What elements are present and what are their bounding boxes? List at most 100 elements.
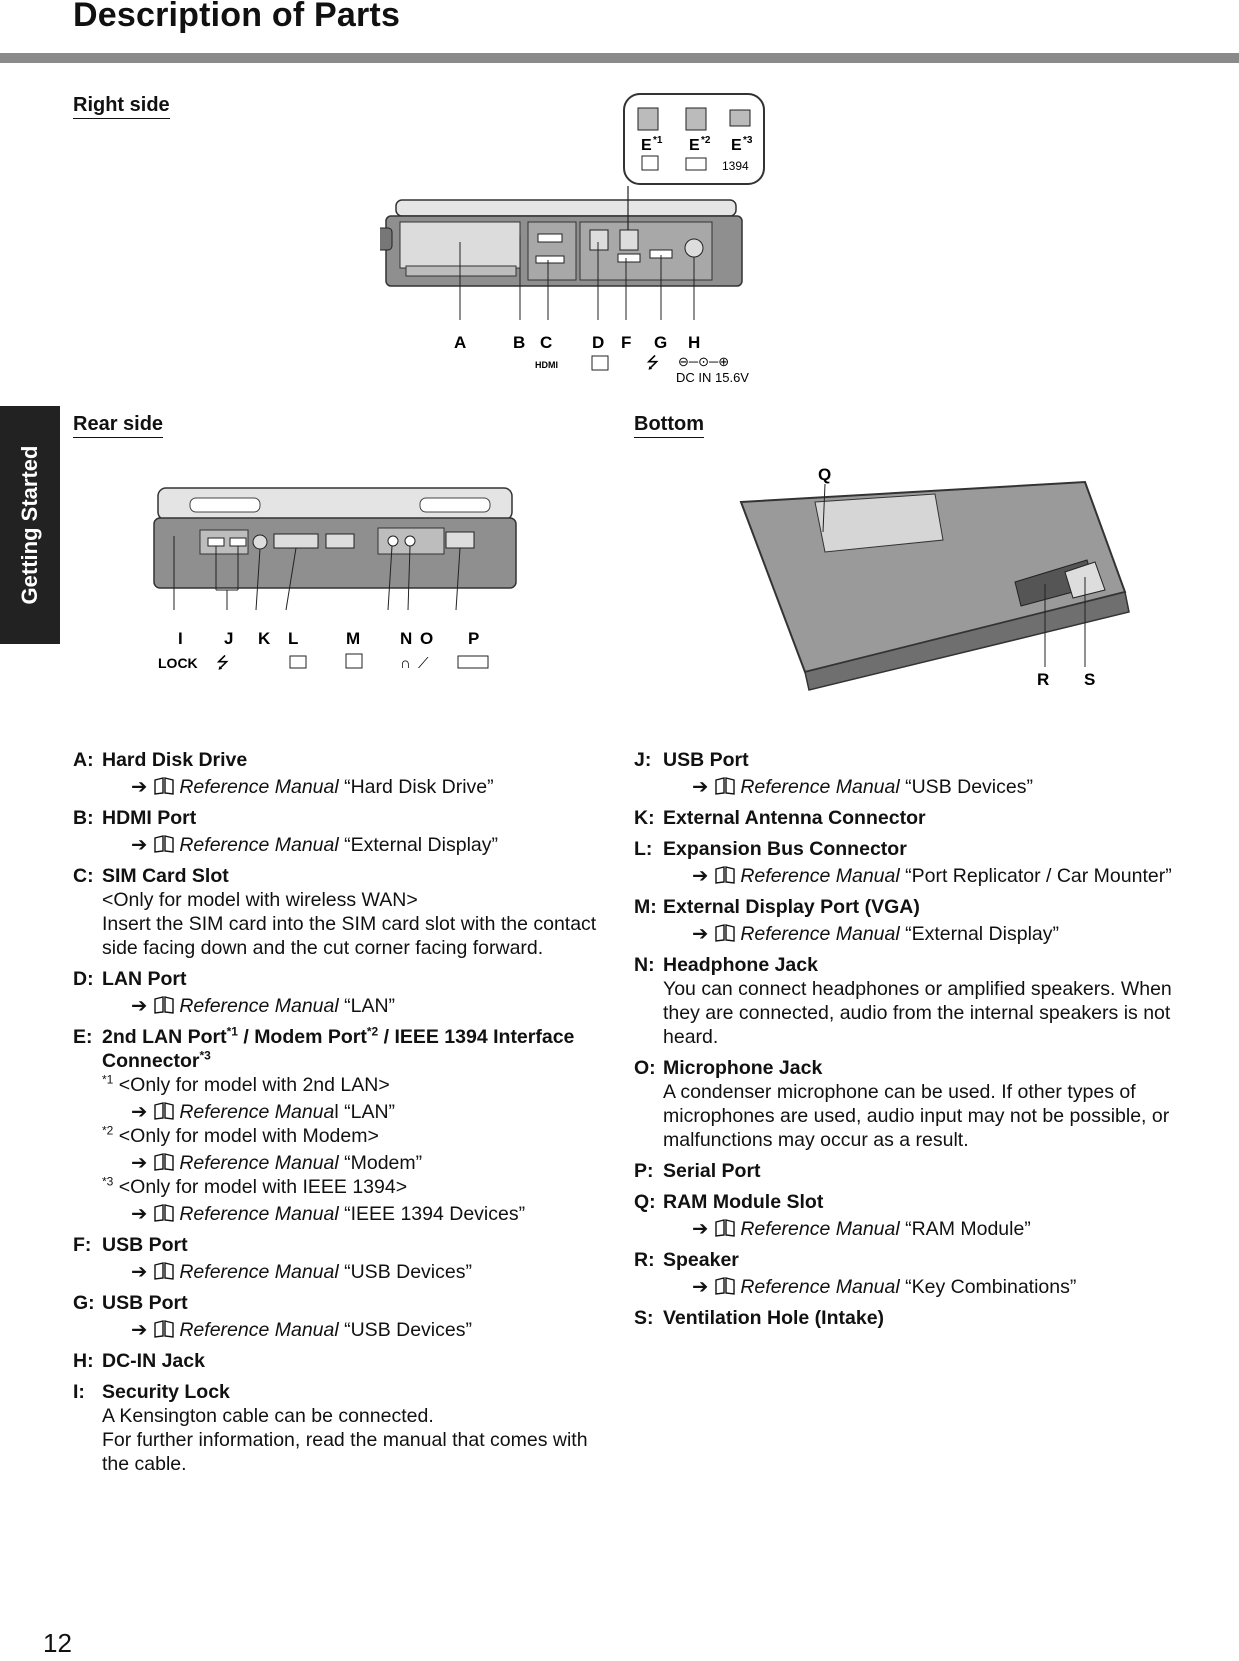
- modem-port-inset-icon: [685, 107, 707, 131]
- headphone-jack-shape: [387, 535, 399, 547]
- reference-topic: “LAN”: [344, 995, 396, 1017]
- reference-topic: “External Display”: [344, 834, 498, 856]
- reference-line: ➔ Reference Manual “Key Combinations”: [663, 1275, 1174, 1299]
- expansion-symbol-icon: [289, 655, 307, 669]
- vga-port-shape: [325, 533, 355, 549]
- footnote-3: *3 <Only for model with IEEE 1394>: [102, 1175, 613, 1199]
- reference-line: ➔Reference Manual “RAM Module”: [663, 1217, 1174, 1241]
- reference-line: ➔Reference Manual “USB Devices”: [102, 1318, 613, 1342]
- entry-f: F: USB Port ➔Reference Manual “USB Devic…: [73, 1233, 613, 1284]
- reference-topic: “USB Devices”: [344, 1319, 472, 1341]
- lan-symbol-icon: [641, 155, 659, 171]
- entry-l: L: Expansion Bus Connector ➔Reference Ma…: [634, 837, 1174, 888]
- footnote-mark: *1: [226, 1024, 238, 1039]
- reference-manual-label: Reference Manua: [179, 1101, 335, 1123]
- arrow-icon: ➔: [692, 1276, 709, 1298]
- footnote-text: <Only for model with 2nd LAN>: [113, 1074, 390, 1096]
- label-e2-sup: *2: [701, 135, 711, 146]
- book-icon: [154, 1262, 175, 1280]
- entry-letter: J:: [634, 749, 652, 771]
- reference-topic: “Hard Disk Drive”: [344, 776, 494, 798]
- arrow-icon: ➔: [692, 923, 709, 945]
- reference-manual-label: Reference Manual: [179, 1152, 339, 1174]
- callout-k: K: [258, 629, 271, 648]
- entry-j: J: USB Port ➔Reference Manual “USB Devic…: [634, 748, 1174, 799]
- footnote-text: <Only for model with Modem>: [113, 1125, 379, 1147]
- reference-manual-label: Reference Manual: [740, 1276, 900, 1298]
- callout-p: P: [468, 629, 479, 648]
- entry-title: RAM Module Slot: [663, 1191, 824, 1213]
- entry-title: Hard Disk Drive: [102, 749, 248, 771]
- page-number: 12: [43, 1628, 72, 1658]
- entry-title: Speaker: [663, 1249, 739, 1271]
- entry-title: Expansion Bus Connector: [663, 838, 907, 860]
- reference-topic: “Key Combinations”: [905, 1276, 1077, 1298]
- entry-letter: F:: [73, 1234, 92, 1256]
- headphone-symbol-icon: ∩: [400, 655, 411, 672]
- entry-title: SIM Card Slot: [102, 865, 229, 887]
- reference-manual-label: Reference Manual: [740, 1218, 900, 1240]
- callout-s: S: [1084, 670, 1095, 689]
- callout-c: C: [540, 333, 552, 352]
- callout-g: G: [654, 333, 667, 352]
- entry-g: G: USB Port ➔Reference Manual “USB Devic…: [73, 1291, 613, 1342]
- book-icon: [154, 1320, 175, 1338]
- side-tab: Getting Started: [0, 406, 60, 644]
- reference-line: ➔ Reference Manual “Modem”: [102, 1151, 613, 1175]
- entry-c: C: SIM Card Slot <Only for model with wi…: [73, 864, 613, 960]
- handle-hinge: [380, 227, 393, 251]
- label-1394: 1394: [722, 159, 749, 173]
- book-icon: [715, 1219, 736, 1237]
- entry-a: A: Hard Disk Drive ➔Reference Manual “Ha…: [73, 748, 613, 799]
- entry-i: I: Security Lock A Kensington cable can …: [73, 1380, 613, 1476]
- entry-o: O: Microphone Jack A condenser microphon…: [634, 1056, 1174, 1152]
- footnote-1: *1 <Only for model with 2nd LAN>: [102, 1073, 613, 1097]
- arrow-icon: ➔: [692, 1218, 709, 1240]
- entry-k: K: External Antenna Connector: [634, 806, 1174, 830]
- entry-q: Q: RAM Module Slot ➔Reference Manual “RA…: [634, 1190, 1174, 1241]
- reference-topic: “Modem”: [344, 1152, 423, 1174]
- arrow-icon: ➔: [131, 1101, 148, 1123]
- usb-port-j2-shape: [229, 537, 247, 547]
- book-icon: [715, 924, 736, 942]
- reference-line: ➔Reference Manual “External Display”: [102, 833, 613, 857]
- label-e3-sup: *3: [743, 135, 753, 146]
- footnote-mark: *2: [102, 1123, 114, 1138]
- left-description-column: A: Hard Disk Drive ➔Reference Manual “Ha…: [73, 748, 613, 1483]
- footnote-mark: *3: [199, 1048, 211, 1063]
- entry-letter: M:: [634, 896, 657, 918]
- book-icon: [715, 777, 736, 795]
- reference-manual-label: Reference Manual: [740, 923, 900, 945]
- label-e1: E: [641, 137, 652, 154]
- entry-p: P: Serial Port: [634, 1159, 1174, 1183]
- entry-body: A Kensington cable can be connected.: [102, 1405, 434, 1427]
- entry-letter: N:: [634, 954, 655, 976]
- dc-polarity-icon: ⊖─⊙─⊕: [678, 354, 729, 369]
- reference-line: ➔Reference Manual “USB Devices”: [663, 775, 1174, 799]
- footnote-text: <Only for model with IEEE 1394>: [113, 1176, 408, 1198]
- book-icon: [715, 866, 736, 884]
- lan-symbol-icon-2: [591, 355, 609, 371]
- arrow-icon: ➔: [131, 1152, 148, 1174]
- right-side-figure: E *1 E *2 E *3 1394 A B C D F G H HDMI ⭍…: [380, 93, 765, 385]
- reference-manual-label: Reference Manual: [740, 776, 900, 798]
- entry-title: 2nd LAN Port*1 / Modem Port*2 / IEEE 139…: [102, 1025, 613, 1073]
- arrow-icon: ➔: [131, 776, 148, 798]
- expansion-bus-shape: [273, 533, 319, 549]
- label-e1-sup: *1: [653, 135, 663, 146]
- reference-manual-label: Reference Manual: [179, 995, 339, 1017]
- footnote-2: *2 <Only for model with Modem>: [102, 1124, 613, 1148]
- reference-manual-label: Reference Manual: [179, 834, 339, 856]
- reference-line: ➔Reference Manual “External Display”: [663, 922, 1174, 946]
- antenna-connector-shape: [252, 534, 268, 550]
- footnote-mark: *1: [102, 1072, 114, 1087]
- callout-i: I: [178, 629, 183, 648]
- entry-m: M: External Display Port (VGA) ➔Referenc…: [634, 895, 1174, 946]
- entry-b: B: HDMI Port ➔Reference Manual “External…: [73, 806, 613, 857]
- book-icon: [154, 777, 175, 795]
- entry-body: <Only for model with wireless WAN>: [102, 889, 418, 911]
- usb-symbol-icon-rear: ⭍: [216, 654, 229, 672]
- entry-body: For further information, read the manual…: [102, 1429, 588, 1475]
- entry-letter: R:: [634, 1249, 655, 1271]
- callout-j: J: [224, 629, 233, 648]
